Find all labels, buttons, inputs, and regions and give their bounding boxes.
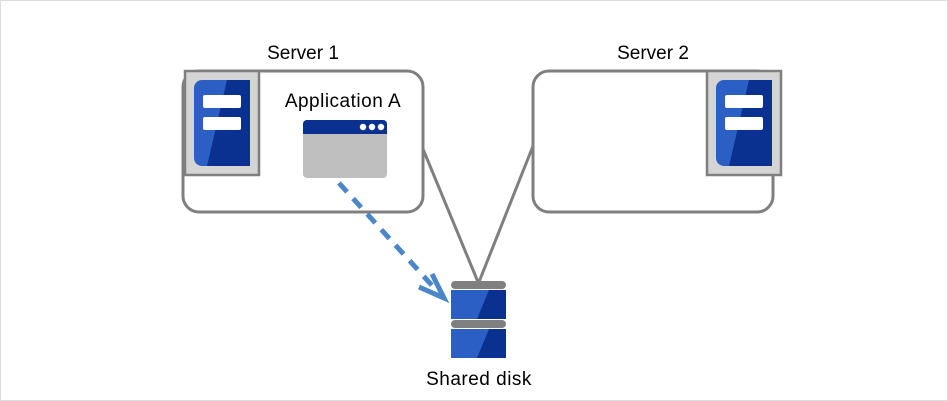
server-2-icon: [705, 69, 783, 177]
window-dot-icon: [359, 123, 367, 131]
arrowhead-icon: [417, 272, 450, 304]
application-a-label: Application A: [284, 91, 402, 112]
server-2-label: Server 2: [617, 43, 689, 64]
dataflow-arrow: [337, 181, 450, 304]
shared-disk-icon[interactable]: [451, 281, 506, 358]
application-window-icon[interactable]: [303, 120, 387, 178]
shared-disk-label: Shared disk: [426, 369, 532, 390]
connector-server1-disk: [421, 148, 480, 283]
server-1-label: Server 1: [267, 43, 339, 64]
connector-server2-disk: [477, 145, 535, 283]
server-1-icon: [183, 69, 261, 177]
window-dot-icon: [377, 123, 385, 131]
window-dot-icon: [368, 123, 376, 131]
